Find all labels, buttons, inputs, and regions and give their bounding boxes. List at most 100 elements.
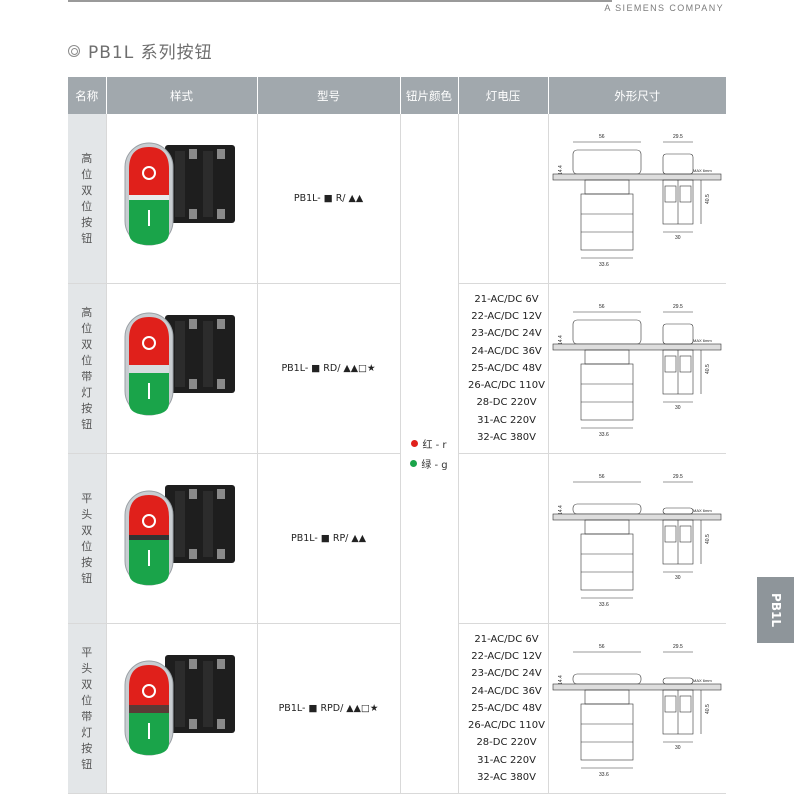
- table-row: 高位双位按钮 PB1L- ■ R/ ▲▲ 红 - r 绿 - g 56 29.5…: [68, 114, 726, 794]
- row-name-char: 头: [81, 507, 93, 521]
- col-header-color: 钮片颜色: [400, 77, 459, 114]
- dimension-drawing-cell: 56 29.5 14.4 MAX 6mm 33.6 30 40.5: [548, 114, 726, 284]
- svg-text:30: 30: [675, 575, 681, 581]
- voltage-cell-empty: [458, 114, 549, 284]
- voltage-item: 22-AC/DC 12V: [471, 310, 542, 322]
- spec-table: 名称 样式 型号 钮片颜色 灯电压 外形尺寸 高位双位按钮 PB1L- ■ R/…: [68, 77, 726, 794]
- table-row: 高位双位带灯按钮 PB1L- ■ RD/ ▲▲□★ 21-AC/DC 6V 22-…: [68, 283, 727, 454]
- svg-text:MAX 6mm: MAX 6mm: [693, 678, 712, 683]
- row-name-char: 双: [81, 183, 93, 197]
- voltage-item: 31-AC 220V: [477, 754, 536, 766]
- row-name-char: 钮: [81, 417, 93, 431]
- brand-tagline: A SIEMENS COMPANY: [604, 3, 724, 13]
- svg-text:56: 56: [599, 474, 605, 480]
- row-name: 平头双位按钮: [68, 491, 106, 587]
- dimension-drawing: 56 29.5 14.4 MAX 6mm 33.6 30 40.5: [549, 294, 727, 444]
- svg-text:30: 30: [675, 235, 681, 241]
- svg-text:33.6: 33.6: [599, 602, 609, 608]
- col-header-name: 名称: [68, 77, 107, 114]
- side-tab[interactable]: PB1L: [757, 577, 794, 643]
- voltage-item: 22-AC/DC 12V: [471, 650, 542, 662]
- col-header-model: 型号: [257, 77, 401, 114]
- bullet-icon: [68, 44, 80, 57]
- voltage-item: 28-DC 220V: [476, 737, 537, 749]
- row-name-char: 灯: [81, 385, 93, 399]
- dimension-drawing: 56 29.5 14.4 MAX 6mm 33.6 30 40.5: [549, 464, 727, 614]
- voltage-item: 32-AC 380V: [477, 772, 536, 784]
- color-option-red: 红 - r: [401, 436, 458, 451]
- row-name: 高位双位带灯按钮: [68, 305, 106, 433]
- row-name-cell: 平头双位带灯按钮: [68, 623, 107, 794]
- row-name-char: 位: [81, 539, 93, 553]
- product-photo: [107, 137, 257, 261]
- row-name-char: 位: [81, 199, 93, 213]
- product-image-cell: [106, 114, 258, 284]
- model-number: PB1L- ■ RP/ ▲▲: [257, 453, 401, 624]
- row-name-char: 位: [81, 167, 93, 181]
- row-name-char: 按: [81, 215, 93, 229]
- table-header-row: 名称 样式 型号 钮片颜色 灯电压 外形尺寸: [68, 77, 726, 114]
- svg-text:29.5: 29.5: [673, 134, 683, 140]
- row-name-char: 高: [81, 305, 93, 319]
- voltage-item: 23-AC/DC 24V: [471, 328, 542, 340]
- row-name-char: 平: [81, 645, 93, 659]
- row-name-char: 头: [81, 661, 93, 675]
- color-option-green: 绿 - g: [401, 456, 458, 471]
- product-photo: [107, 647, 257, 771]
- voltage-item: 21-AC/DC 6V: [474, 633, 539, 645]
- red-dot-icon: [411, 440, 419, 447]
- svg-text:MAX 6mm: MAX 6mm: [693, 168, 712, 173]
- voltage-item: 26-AC/DC 110V: [468, 720, 545, 732]
- button-color-cell: 红 - r 绿 - g: [400, 114, 459, 794]
- svg-text:56: 56: [599, 134, 605, 140]
- row-name: 平头双位带灯按钮: [68, 645, 106, 773]
- voltage-item: 24-AC/DC 36V: [471, 345, 542, 357]
- dimension-drawing: 56 29.5 14.4 MAX 6mm 33.6 30 40.5: [549, 124, 727, 274]
- product-photo: [107, 307, 257, 431]
- voltage-cell-empty: [458, 453, 549, 624]
- row-name-char: 平: [81, 491, 93, 505]
- top-rule: [68, 0, 612, 2]
- page-title: PB1L 系列按钮: [68, 38, 213, 63]
- voltage-item: 28-DC 220V: [476, 397, 537, 409]
- svg-text:40.5: 40.5: [705, 534, 711, 544]
- dimension-drawing: 56 29.5 14.4 MAX 6mm 33.6 30 40.5: [549, 634, 727, 784]
- svg-text:14.4: 14.4: [558, 335, 564, 345]
- row-name-cell: 平头双位按钮: [68, 453, 107, 624]
- row-name-char: 按: [81, 401, 93, 415]
- side-tab-label: PB1L: [768, 593, 783, 627]
- svg-text:MAX 6mm: MAX 6mm: [693, 508, 712, 513]
- page-title-text: PB1L 系列按钮: [88, 43, 213, 63]
- row-name-char: 双: [81, 677, 93, 691]
- svg-text:30: 30: [675, 745, 681, 751]
- color-label-red: 红 - r: [422, 440, 447, 451]
- svg-text:MAX 6mm: MAX 6mm: [693, 338, 712, 343]
- table-row: 平头双位按钮 PB1L- ■ RP/ ▲▲ 56 29.5 14.4 MAX 6…: [68, 453, 727, 624]
- voltage-item: 21-AC/DC 6V: [474, 293, 539, 305]
- col-header-voltage: 灯电压: [458, 77, 549, 114]
- row-name-cell: 高位双位带灯按钮: [68, 283, 107, 454]
- col-header-style: 样式: [106, 77, 258, 114]
- dimension-drawing-cell: 56 29.5 14.4 MAX 6mm 33.6 30 40.5: [548, 453, 727, 624]
- row-name-cell: 高位双位按钮: [68, 114, 107, 284]
- svg-text:14.4: 14.4: [558, 675, 564, 685]
- svg-text:29.5: 29.5: [673, 304, 683, 310]
- product-photo: [107, 477, 257, 601]
- product-image-cell: [106, 283, 258, 454]
- row-name-char: 灯: [81, 725, 93, 739]
- svg-text:14.4: 14.4: [558, 505, 564, 515]
- model-number: PB1L- ■ RD/ ▲▲□★: [257, 283, 401, 454]
- model-number: PB1L- ■ RPD/ ▲▲□★: [257, 623, 401, 794]
- row-name-char: 钮: [81, 757, 93, 771]
- green-dot-icon: [410, 460, 418, 467]
- svg-text:30: 30: [675, 405, 681, 411]
- product-image-cell: [106, 623, 258, 794]
- voltage-item: 26-AC/DC 110V: [468, 380, 545, 392]
- row-name: 高位双位按钮: [68, 151, 106, 247]
- row-name-char: 按: [81, 555, 93, 569]
- svg-text:33.6: 33.6: [599, 772, 609, 778]
- svg-text:56: 56: [599, 304, 605, 310]
- voltage-item: 25-AC/DC 48V: [471, 702, 542, 714]
